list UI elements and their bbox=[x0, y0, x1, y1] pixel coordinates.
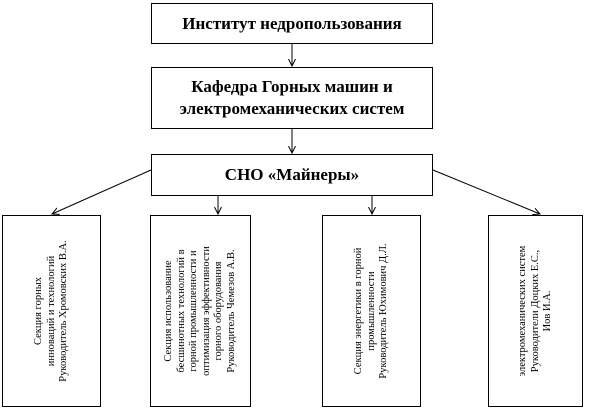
section-label-line: Секция использование bbox=[162, 260, 174, 362]
section-label: Секция энергетики в горной промышленност… bbox=[353, 223, 391, 399]
section-label: Секция горных инноваций и технологий Рук… bbox=[33, 223, 71, 399]
department-label-line-1: Кафедра Горных машин и bbox=[191, 77, 393, 96]
section-box-innovations: Секция горных инноваций и технологий Рук… bbox=[2, 215, 101, 407]
department-label-line-2: электромеханических систем bbox=[179, 99, 405, 118]
section-label: Секция использование бесшинотных техноло… bbox=[163, 223, 239, 399]
section-label-line: оптимизация эффективности bbox=[200, 246, 212, 376]
department-box: Кафедра Горных машин и электромеханическ… bbox=[151, 67, 433, 129]
section-label-line: горной промышленности и bbox=[187, 250, 199, 372]
section-label-line: Иов И.А. bbox=[541, 290, 553, 332]
section-label-line: Руководитель Чемезов А.В. bbox=[225, 249, 237, 373]
department-label: Кафедра Горных машин и электромеханическ… bbox=[180, 76, 405, 120]
section-label-line: электромеханических систем bbox=[516, 245, 528, 377]
arrow-sno-to-section-4 bbox=[432, 169, 540, 214]
section-label-line: горного оборудования bbox=[213, 261, 225, 361]
section-label: электромеханических систем Руководители … bbox=[517, 223, 555, 399]
arrow-sno-to-section-1 bbox=[52, 169, 152, 214]
section-label-line: Руководители Доцких Е.С., bbox=[529, 249, 541, 373]
section-box-electromechanical: электромеханических систем Руководители … bbox=[488, 215, 583, 407]
section-label-line: Секция горных bbox=[32, 276, 44, 346]
institute-box: Институт недропользования bbox=[151, 3, 433, 44]
section-label-line: Секция энергетики в горной bbox=[352, 247, 364, 375]
section-label-line: промышленности bbox=[365, 271, 377, 351]
section-label-line: инноваций и технологий bbox=[45, 255, 57, 367]
section-label-line: бесшинотных технологий в bbox=[175, 249, 187, 373]
sno-box: СНО «Майнеры» bbox=[151, 154, 433, 196]
institute-label: Институт недропользования bbox=[182, 13, 402, 33]
section-box-technologies: Секция использование бесшинотных техноло… bbox=[150, 215, 251, 407]
section-label-line: Руководитель Юхимович Д.Л. bbox=[377, 243, 389, 379]
section-label-line: Руководитель Хромовских В.А. bbox=[57, 240, 69, 382]
sno-label: СНО «Майнеры» bbox=[224, 165, 360, 184]
section-box-energy: Секция энергетики в горной промышленност… bbox=[322, 215, 421, 407]
